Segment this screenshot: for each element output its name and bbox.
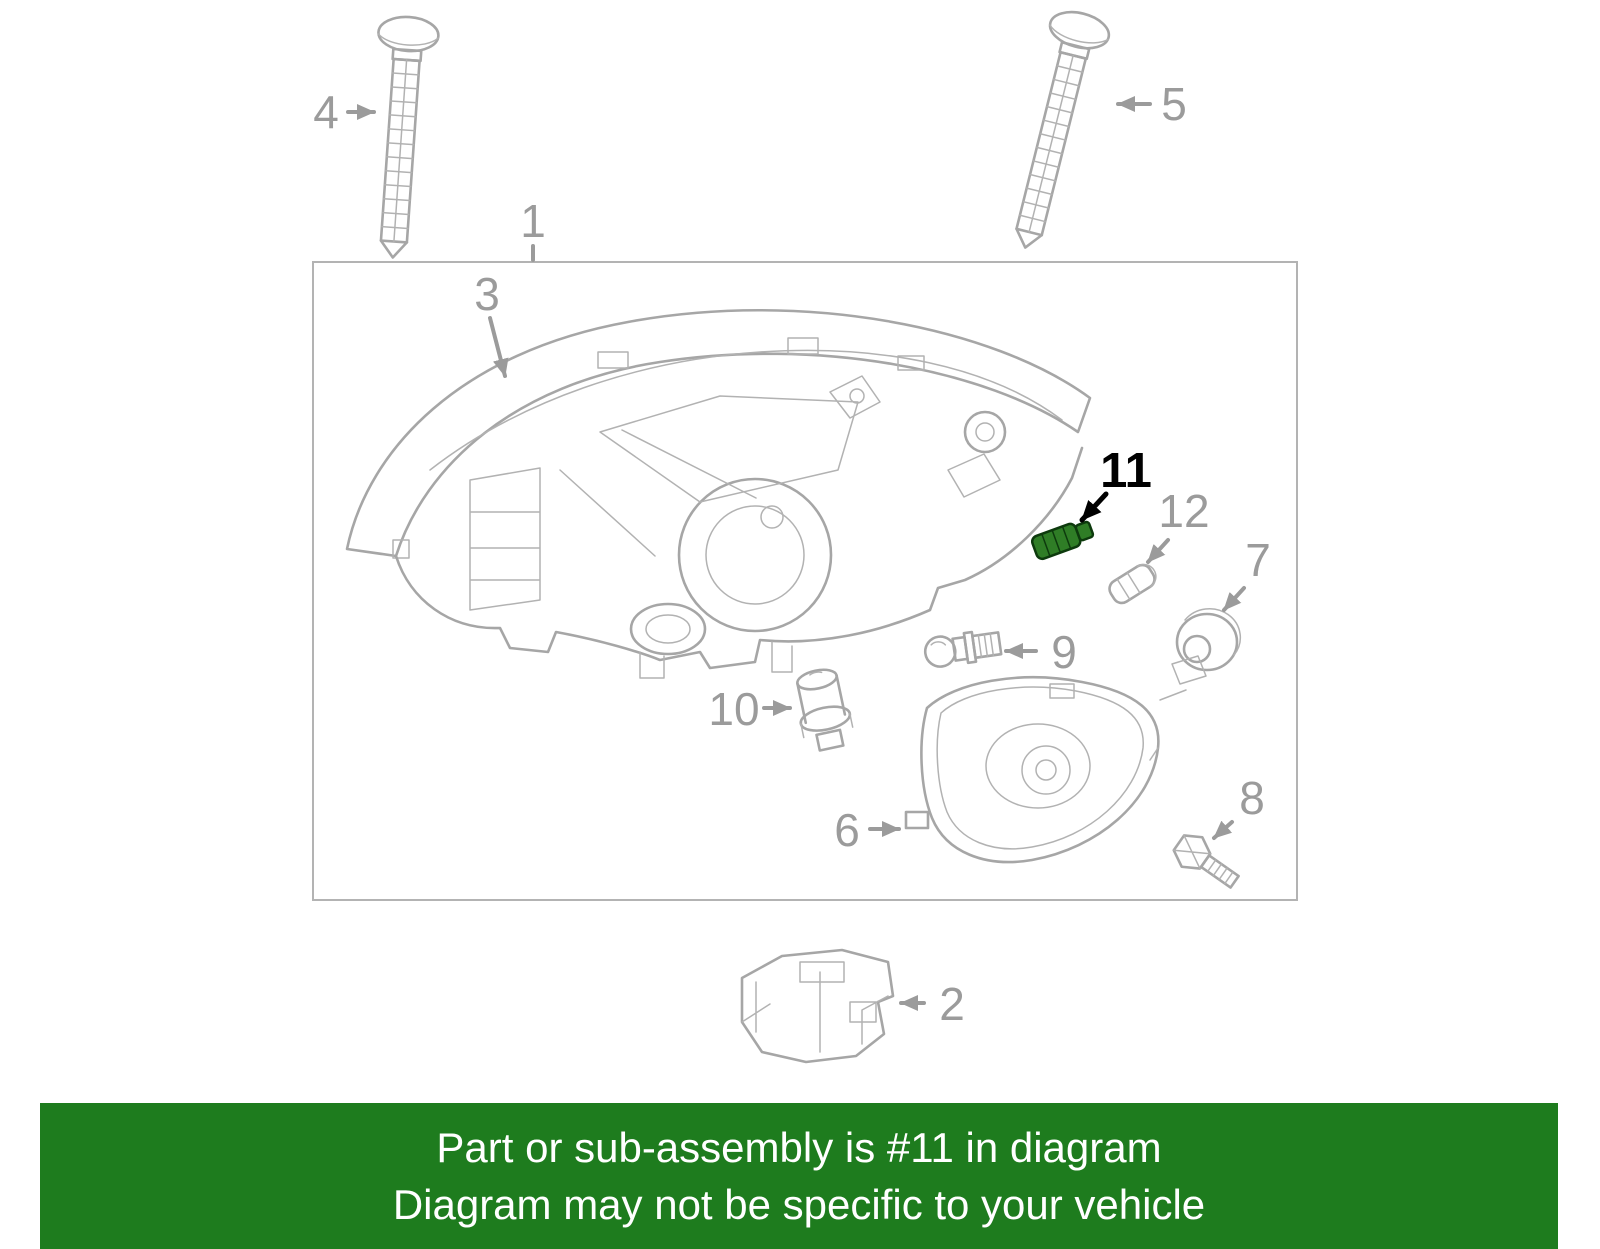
bulb-socket-10-drawing (796, 668, 854, 752)
leader-8 (1212, 820, 1234, 840)
banner-line-2: Diagram may not be specific to your vehi… (392, 1181, 1206, 1228)
clip-12-drawing (1108, 563, 1157, 605)
bracket-2-drawing (740, 948, 895, 1064)
callout-5: 5 (1161, 78, 1187, 130)
cap-7-drawing (1175, 607, 1242, 672)
leader-11 (1079, 491, 1109, 523)
adjust-screw-5-drawing (1015, 10, 1111, 249)
callout-1: 1 (520, 195, 546, 247)
signal-lamp-drawing (904, 655, 1207, 864)
callout-9: 9 (1051, 626, 1077, 678)
leader-12 (1146, 538, 1170, 564)
callout-labels: 1 3 4 5 11 12 7 9 10 6 8 2 (313, 78, 1271, 1030)
callout-3: 3 (474, 268, 500, 320)
headlamp-housing-drawing (345, 308, 1092, 679)
callout-12: 12 (1158, 485, 1209, 537)
part-11-bulb-drawing (1030, 520, 1095, 561)
leader-7 (1222, 586, 1246, 612)
parts-exploded-diagram: 1 3 4 5 11 12 7 9 10 6 8 2 (312, 10, 1298, 1064)
callout-11-highlighted: 11 (1100, 444, 1152, 498)
leader-3 (488, 316, 509, 378)
callout-4: 4 (313, 86, 339, 138)
callout-10: 10 (708, 683, 759, 735)
bolt-8-drawing (1172, 834, 1240, 889)
callout-8: 8 (1239, 772, 1265, 824)
adjust-screw-4-drawing (377, 15, 440, 259)
bulb-9-drawing (923, 630, 1003, 668)
assembly-frame (312, 261, 1298, 901)
callout-2: 2 (939, 978, 965, 1030)
callout-leaders (346, 96, 1246, 1011)
banner-line-1: Part or sub-assembly is #11 in diagram (436, 1123, 1162, 1171)
highlight-banner: Part or sub-assembly is #11 in diagram D… (40, 1103, 1558, 1249)
callout-7: 7 (1245, 534, 1271, 586)
callout-6: 6 (834, 804, 860, 856)
